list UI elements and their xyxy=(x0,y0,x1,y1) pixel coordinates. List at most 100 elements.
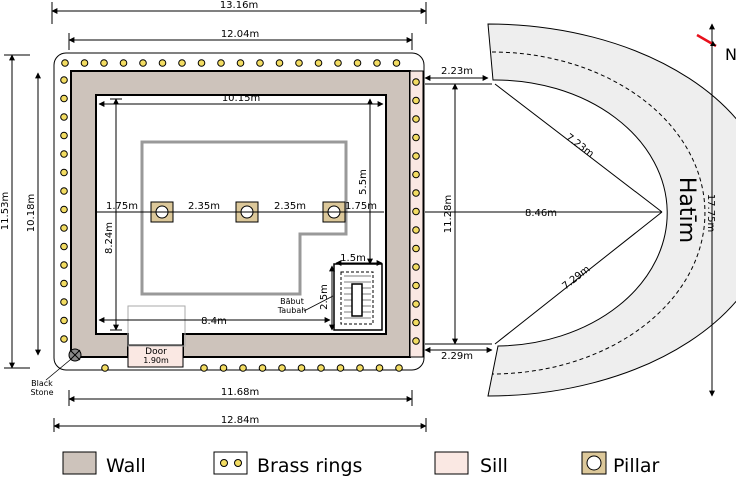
north-indicator: N xyxy=(696,33,736,64)
brass-ring xyxy=(356,364,364,372)
brass-ring xyxy=(219,364,228,372)
black-stone xyxy=(68,348,82,362)
hatim-label: Hatīm xyxy=(674,177,699,243)
brass-ring xyxy=(139,59,147,67)
legend-item-wall: Wall xyxy=(62,451,146,477)
dim-door-width: 1.90m xyxy=(143,356,169,365)
brass-ring xyxy=(412,115,420,123)
brass-ring xyxy=(278,364,286,372)
dim-pillar-gap-left: 1.75m xyxy=(106,201,138,212)
brass-ring xyxy=(236,59,245,67)
babut-leader xyxy=(303,295,334,312)
brass-ring xyxy=(119,59,128,67)
brass-ring xyxy=(60,298,68,306)
brass-ring xyxy=(60,261,68,269)
dim-pillar-gap-2: 2.35m xyxy=(274,201,306,212)
brass-ring xyxy=(412,281,420,290)
hatim: Hatīm xyxy=(487,23,736,397)
brass-ring xyxy=(256,59,264,67)
feature-labels: Door Bābut Taubah Black Stone xyxy=(30,295,334,397)
door-label: Door xyxy=(145,347,167,357)
dim-radius-top: 7.23m xyxy=(563,132,595,160)
brass-ring xyxy=(412,78,420,86)
brass-ring xyxy=(239,364,247,372)
babut-label-1: Bābut xyxy=(280,297,304,306)
legend-label: Wall xyxy=(106,455,146,477)
brass-ring xyxy=(60,168,68,177)
dim-top-inner: 12.04m xyxy=(221,29,259,40)
brass-ring xyxy=(158,59,167,67)
stair-dashed xyxy=(340,271,374,325)
brass-ring xyxy=(412,152,420,160)
brass-ring xyxy=(375,364,384,372)
brass-ring xyxy=(412,189,420,197)
dim-gap-top: 2.23m xyxy=(441,66,473,77)
brass-ring xyxy=(60,224,68,232)
legend-label: Sill xyxy=(480,455,508,477)
brass-ring xyxy=(60,279,68,288)
brass-ring xyxy=(412,263,420,271)
brass-ring xyxy=(60,150,68,158)
dim-bottom-inner: 11.68m xyxy=(221,387,259,398)
dim-right-vertical: 5.5m xyxy=(358,169,369,195)
brass-ring xyxy=(412,133,420,142)
hatim-dashed-arc xyxy=(491,51,706,375)
black-stone-label-1: Black xyxy=(31,379,53,388)
brass-ring xyxy=(60,131,68,140)
brass-ring xyxy=(60,113,68,121)
brass-ring xyxy=(100,59,108,67)
hatim-wall xyxy=(487,23,736,397)
brass-ring xyxy=(60,335,68,343)
dim-bottom-outer: 12.84m xyxy=(221,415,259,426)
dim-left-outer: 11.53m xyxy=(0,192,11,230)
door-sill xyxy=(127,344,184,368)
dim-stair-height: 2.5m xyxy=(319,284,330,310)
brass-ring xyxy=(295,59,303,67)
brass-ring xyxy=(412,300,420,308)
dim-pillar-gap-right: 1.75m xyxy=(345,201,377,212)
kaaba-wall xyxy=(70,70,424,368)
dim-left-inner: 10.18m xyxy=(26,194,37,232)
legend-label: Pillar xyxy=(613,455,660,477)
north-label: N xyxy=(725,45,736,64)
brass-ring xyxy=(200,364,208,372)
door-outline xyxy=(127,305,186,347)
brass-ring xyxy=(60,76,68,84)
brass-ring xyxy=(197,59,206,67)
dim-lower-inner: 8.4m xyxy=(201,316,227,327)
dim-gap-bottom: 2.29m xyxy=(441,351,473,362)
stair-landing xyxy=(351,283,363,317)
brass-ring xyxy=(258,364,267,372)
babut-label-2: Taubah xyxy=(277,306,307,315)
legend-item-sill: Sill xyxy=(434,451,508,477)
brass-ring xyxy=(353,59,362,67)
brass-ring xyxy=(412,226,420,234)
dim-hatim-chord: 17.75m xyxy=(705,194,716,232)
brass-ring xyxy=(412,318,420,327)
brass-ring xyxy=(60,187,68,195)
black-stone-label-2: Stone xyxy=(30,388,53,397)
black-stone-leader xyxy=(45,359,71,381)
brass-ring xyxy=(392,59,401,67)
brass-ring xyxy=(101,364,109,372)
brass-ring xyxy=(60,242,68,251)
brass-ring xyxy=(412,207,420,216)
dim-radius-mid: 8.46m xyxy=(525,208,557,219)
brass-ring xyxy=(61,59,69,67)
legend-label: Brass rings xyxy=(257,455,362,477)
brass-rings xyxy=(60,59,420,372)
brass-ring xyxy=(60,205,68,214)
brass-ring xyxy=(395,364,403,372)
brass-ring xyxy=(80,59,89,67)
brass-ring xyxy=(412,170,420,179)
brass-ring xyxy=(412,96,420,105)
dim-inner-width: 10.15m xyxy=(222,93,260,104)
dim-stair-width: 1.5m xyxy=(340,253,366,264)
brass-ring xyxy=(275,59,284,67)
brass-ring xyxy=(412,337,420,345)
dim-top-outer: 13.16m xyxy=(220,0,258,11)
brass-ring xyxy=(373,59,381,67)
interior-outline xyxy=(140,140,348,296)
brass-ring xyxy=(297,364,306,372)
dim-inner-height: 8.24m xyxy=(104,222,115,254)
